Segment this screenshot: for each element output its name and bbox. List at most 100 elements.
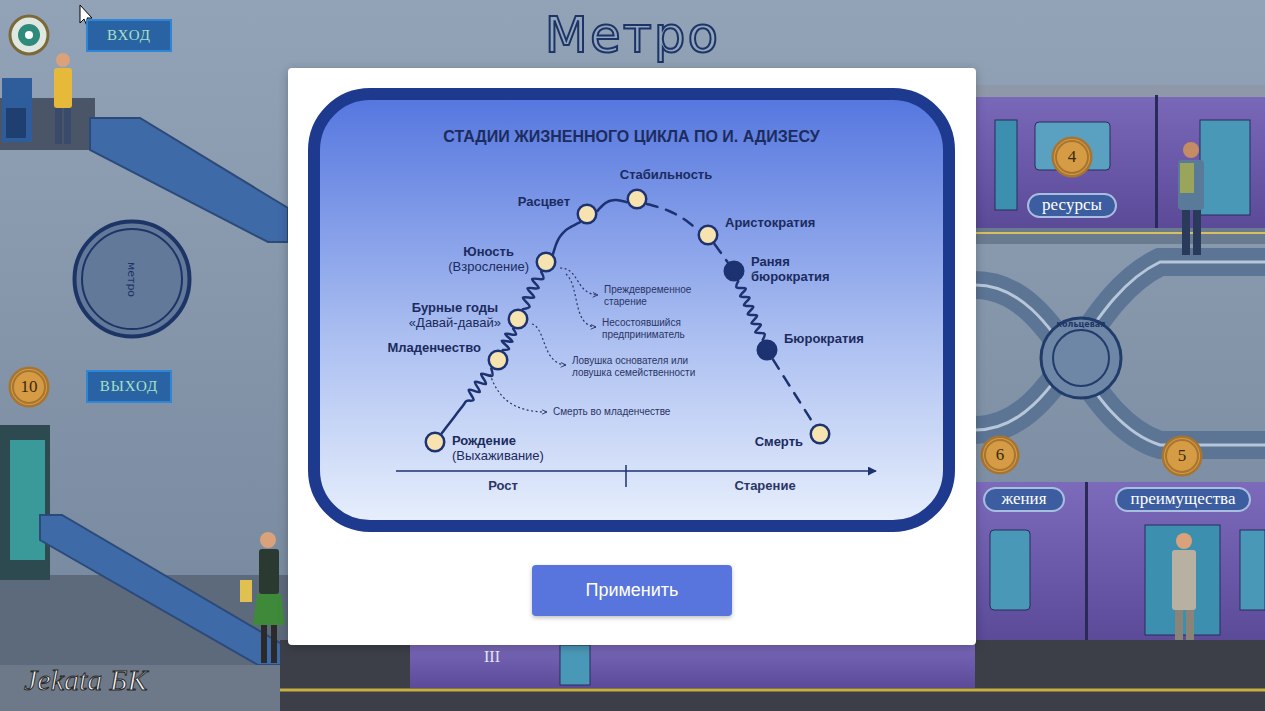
lifecycle-curve xyxy=(647,204,698,230)
inner-ring xyxy=(1056,141,1088,173)
circle-outline xyxy=(809,423,831,445)
connector-layer xyxy=(288,68,976,645)
entrance-sign: ВХОД xyxy=(86,19,172,52)
stage-name: Младенчество xyxy=(387,341,481,356)
circle-outline xyxy=(535,251,557,273)
upper-platform xyxy=(0,78,288,242)
time-axis xyxy=(396,470,876,472)
door-number: III xyxy=(484,647,500,666)
stage-name: Бюрократия xyxy=(784,332,864,347)
inner-ring xyxy=(82,229,182,329)
inner-ring xyxy=(1166,440,1198,472)
circle-shape xyxy=(1053,138,1092,177)
stage-point: Юность(Взросление) xyxy=(535,251,557,273)
score-coin: 10 xyxy=(8,366,50,408)
lower-train xyxy=(975,482,1265,642)
lifecycle-curve xyxy=(598,200,627,211)
circle-shape xyxy=(426,433,445,452)
circle-shape xyxy=(699,226,718,245)
stage-point: Раняя бюрократия xyxy=(723,260,745,282)
stage-point: Бюрократия xyxy=(756,339,778,361)
stage-point: Аристократия xyxy=(697,224,719,246)
exit-sign-text: ВЫХОД xyxy=(100,378,158,395)
metro-logo: метро xyxy=(72,219,192,339)
apply-button-text: Применить xyxy=(585,580,678,601)
score-coin: 6 xyxy=(980,435,1020,475)
train-sign-text: жения xyxy=(1001,489,1046,509)
ring-line-badge: кольцевая xyxy=(1039,316,1123,400)
stage-label: Аристократия xyxy=(725,216,815,231)
stage-label: Рождение(Выхаживание) xyxy=(452,434,544,464)
stage-name: Раняя бюрократия xyxy=(751,255,830,285)
stage-subtitle: «Давай-давай» xyxy=(409,316,501,331)
passenger-figure xyxy=(54,53,72,144)
score-coin-text: 5 xyxy=(1178,446,1187,466)
apply-button: Применить xyxy=(532,565,732,616)
chart-panel-frame xyxy=(308,88,955,532)
entrance-sign-text: ВХОД xyxy=(107,27,151,44)
circle-shape xyxy=(75,222,190,337)
circle-shape xyxy=(811,425,830,444)
train-sign: ресурсы xyxy=(1027,193,1117,218)
stage-name: Бурные годы xyxy=(409,301,501,316)
stage-label: Младенчество xyxy=(387,341,481,356)
stage-point: Рождение(Выхаживание) xyxy=(424,431,446,453)
score-coin-text: 10 xyxy=(21,377,38,397)
train-sign: преимущества xyxy=(1115,487,1251,512)
stage-name: Аристократия xyxy=(725,216,815,231)
stage-subtitle: (Выхаживание) xyxy=(452,449,544,464)
circle-outline xyxy=(576,203,598,225)
inner-ring xyxy=(13,371,45,403)
lifecycle-curve xyxy=(736,281,764,340)
circle-shape xyxy=(725,262,744,281)
lifecycle-curve xyxy=(523,272,544,309)
chart-panel: СТАДИИ ЖИЗНЕННОГО ЦИКЛА ПО И. АДИЗЕСУ Рож… xyxy=(308,88,955,532)
score-coin-text: 4 xyxy=(1068,147,1077,167)
stage-name: Смерть xyxy=(755,435,803,450)
passenger-figure xyxy=(240,532,285,663)
stage-label: Стабильность xyxy=(620,168,712,183)
circle-outline xyxy=(507,308,529,330)
train-sign-text: ресурсы xyxy=(1042,195,1102,215)
author-signature: Jekata БК xyxy=(24,662,147,698)
stage-label: Расцвет xyxy=(518,195,570,210)
lifecycle-curve xyxy=(553,222,580,253)
stage-subtitle: (Взросление) xyxy=(448,260,529,275)
stage-point: Бурные годы«Давай-давай» xyxy=(507,308,529,330)
circle-outline xyxy=(626,188,648,210)
stage-name: Юность xyxy=(448,245,529,260)
stage-point: Расцвет xyxy=(576,203,598,225)
circle-shape xyxy=(1163,437,1202,476)
ring-line-badge-text: кольцевая xyxy=(1057,320,1106,329)
upper-train xyxy=(975,85,1265,244)
passenger-figure xyxy=(1172,533,1196,650)
stage-point: Младенчество xyxy=(487,349,509,371)
circle-shape xyxy=(578,205,597,224)
lifecycle-curve xyxy=(773,359,814,424)
stage-point: Смерть xyxy=(809,423,831,445)
ring-track xyxy=(975,262,1265,445)
author-signature-box: Jekata БК xyxy=(24,662,147,698)
circle-shape xyxy=(537,253,556,272)
circle-outline xyxy=(697,224,719,246)
circle-shape xyxy=(10,368,49,407)
stage-name: Рождение xyxy=(452,434,544,449)
stage-point: Стабильность xyxy=(626,188,648,210)
stage-label: Юность(Взросление) xyxy=(448,245,529,275)
chart-panel-text: СТАДИИ ЖИЗНЕННОГО ЦИКЛА ПО И. АДИЗЕСУ xyxy=(308,128,955,146)
circle-shape xyxy=(628,190,647,209)
page-title: Метро xyxy=(0,6,1265,64)
circle-shape xyxy=(509,310,528,329)
score-coin-text: 6 xyxy=(996,445,1005,465)
circle-outline xyxy=(723,260,745,282)
lifecycle-curve xyxy=(442,369,493,434)
circle-shape xyxy=(758,341,777,360)
stage-label: Смерть xyxy=(755,435,803,450)
lifecycle-curve xyxy=(714,244,727,262)
passenger-figure xyxy=(1178,142,1204,255)
circle-shape xyxy=(1041,318,1121,398)
stage-label: Бюрократия xyxy=(784,332,864,347)
stage-name: Стабильность xyxy=(620,168,712,183)
train-sign: жения xyxy=(983,487,1065,512)
